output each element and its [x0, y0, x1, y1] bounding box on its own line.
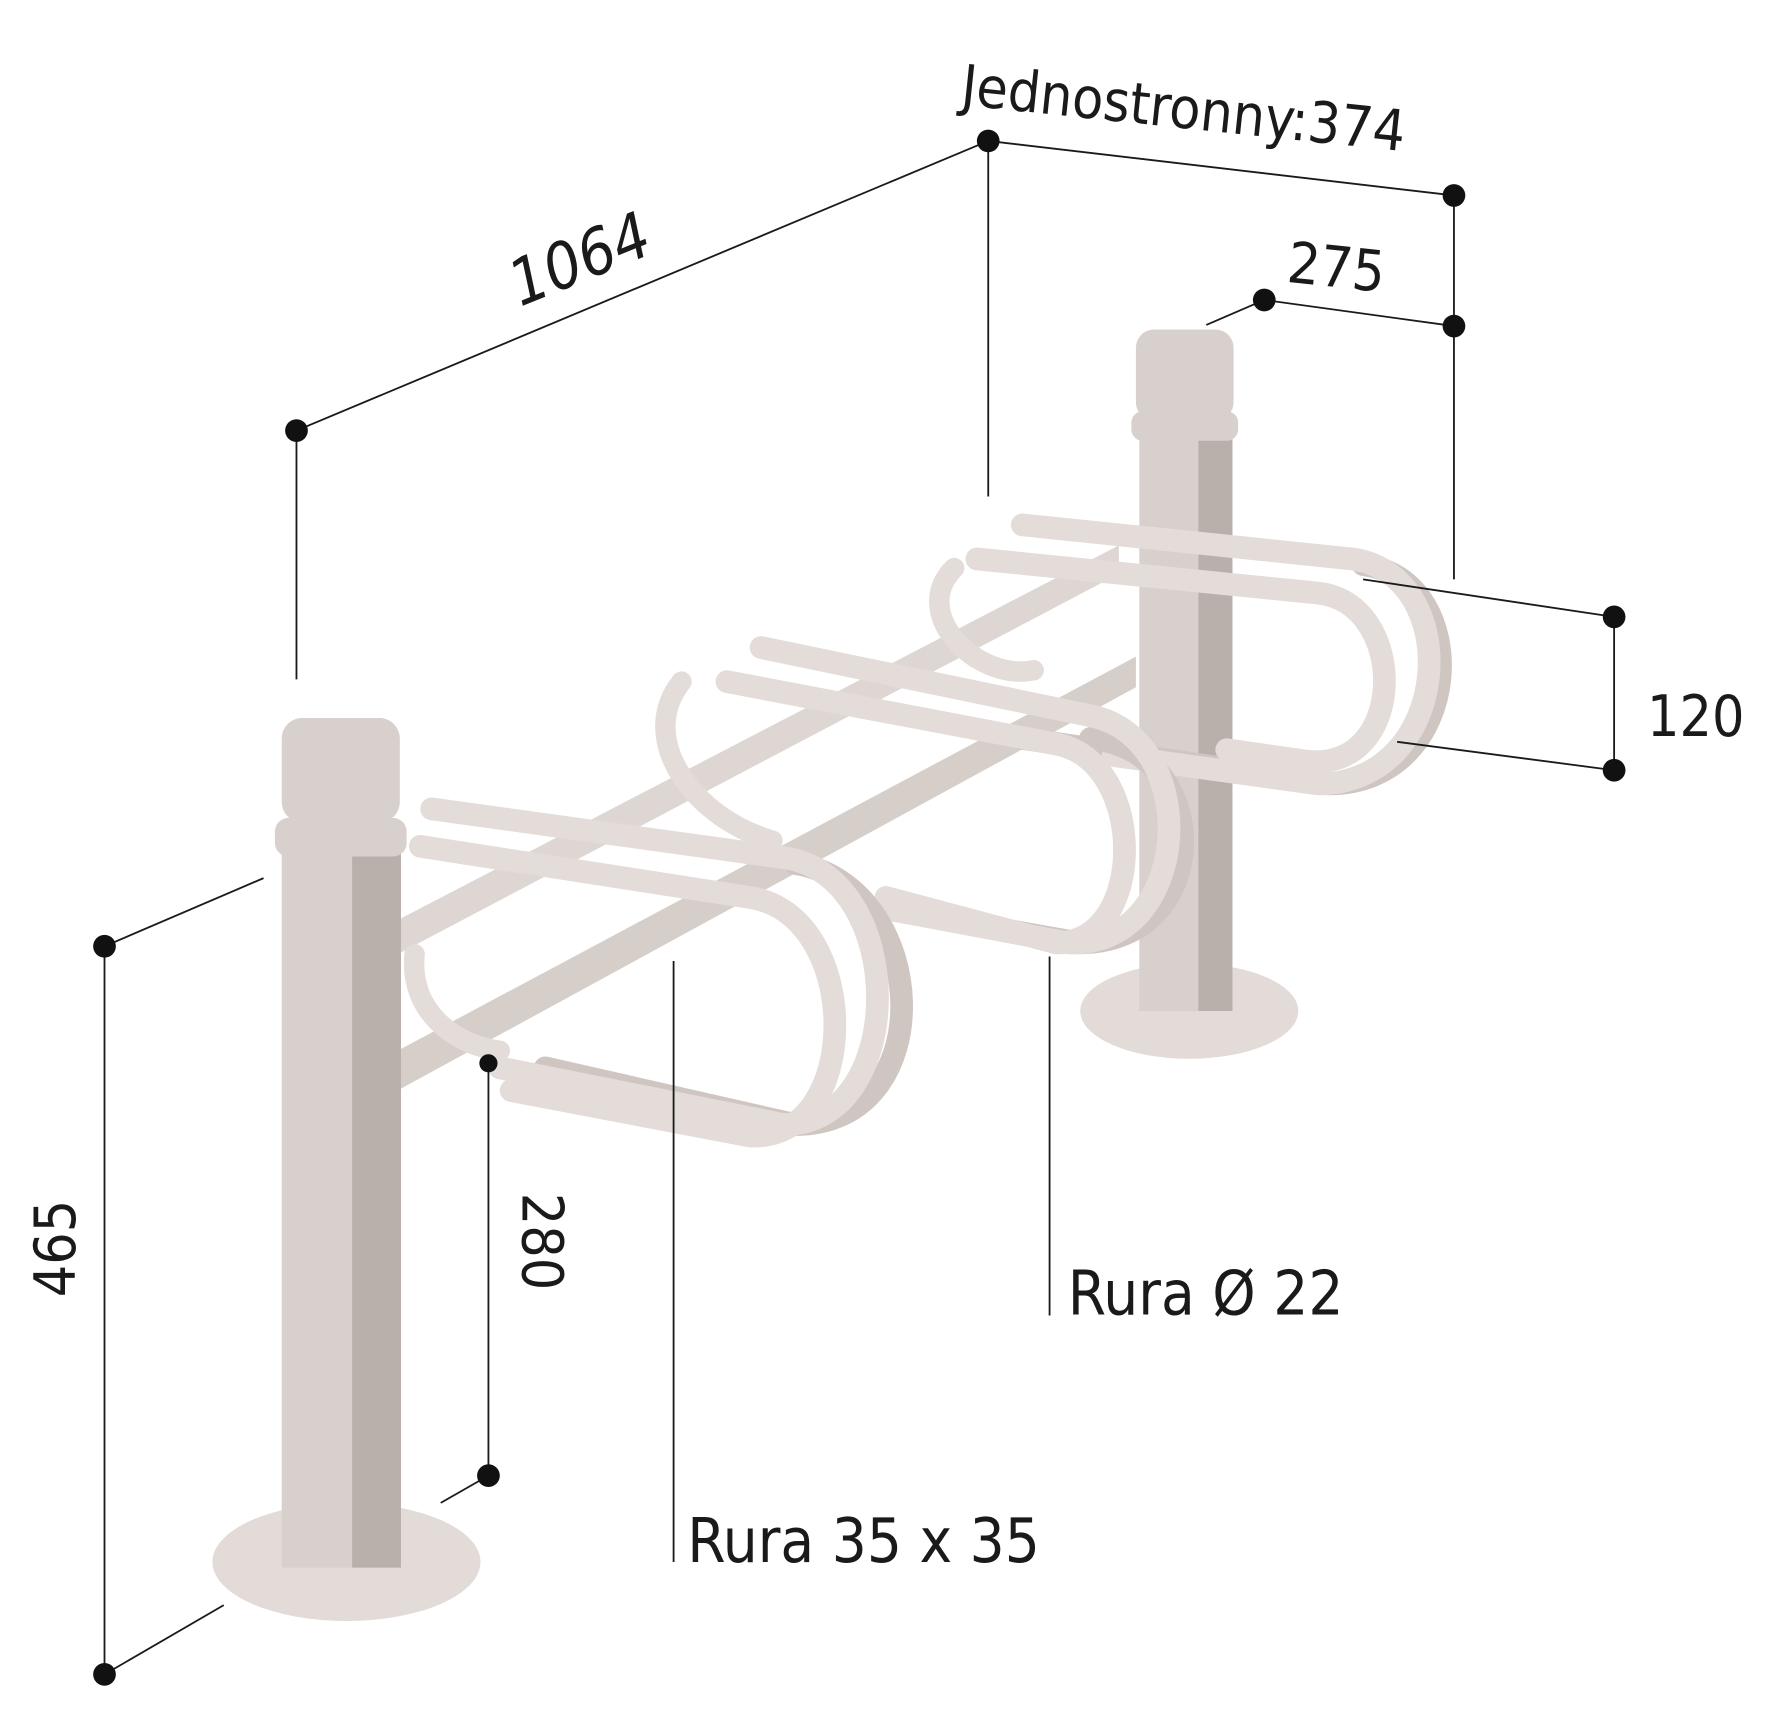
round-tube-callout: Rura Ø 22 — [1068, 1258, 1344, 1329]
dimension-lines — [103, 140, 1616, 1676]
front-post-cap — [281, 717, 400, 823]
loop-height-label: 120 — [1647, 684, 1744, 750]
rear-post-cap — [1135, 329, 1234, 421]
bike-loops — [403, 513, 1452, 1148]
upper-crossbar — [397, 545, 1119, 955]
depth-label: Jednostronny:374 — [955, 53, 1408, 166]
post-spacing-label: 275 — [1284, 230, 1388, 306]
bar-height-label: 280 — [509, 1193, 575, 1290]
bike-rack-drawing — [212, 329, 1452, 1622]
square-tube-callout: Rura 35 x 35 — [687, 1506, 1040, 1577]
total-height-label: 465 — [23, 1200, 89, 1297]
dimension-dots — [93, 129, 1626, 1686]
length-label: 1064 — [499, 198, 662, 321]
square-tube-beam — [397, 656, 1136, 1091]
